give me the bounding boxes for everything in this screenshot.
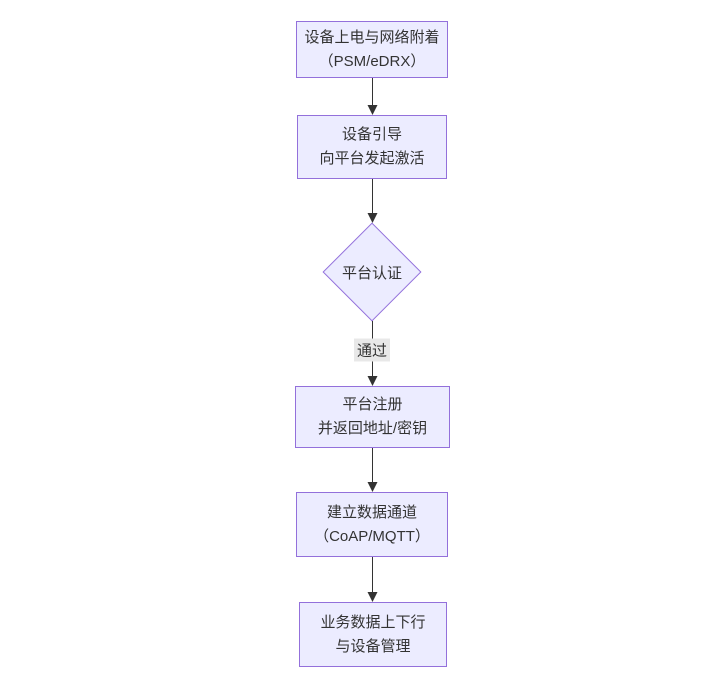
node-data-channel: 建立数据通道 （CoAP/MQTT）	[296, 492, 448, 557]
node-business-data-line2: 与设备管理	[335, 637, 411, 655]
arrowhead-down-icon	[367, 376, 377, 386]
arrowhead-down-icon	[367, 482, 377, 492]
node-device-bootstrap: 设备引导 向平台发起激活	[297, 115, 447, 179]
node-data-channel-line1: 建立数据通道	[326, 503, 417, 521]
arrow-attach-to-bootstrap	[367, 78, 378, 115]
node-platform-auth-label: 平台认证	[341, 264, 402, 282]
arrow-line	[371, 557, 373, 598]
node-device-attach: 设备上电与网络附着 （PSM/eDRX）	[296, 21, 448, 78]
arrow-channel-to-business	[367, 557, 378, 602]
node-device-bootstrap-line2: 向平台发起激活	[319, 150, 425, 167]
node-data-channel-line2: （CoAP/MQTT）	[314, 527, 430, 545]
node-platform-register-line1: 平台注册	[342, 396, 403, 413]
node-device-bootstrap-line1: 设备引导	[341, 126, 402, 143]
arrowhead-down-icon	[367, 213, 377, 223]
edge-label-pass: 通过	[353, 338, 391, 362]
node-device-attach-line1: 设备上电与网络附着	[304, 28, 440, 46]
arrow-bootstrap-to-auth	[367, 179, 378, 223]
arrow-line	[371, 78, 373, 111]
arrowhead-down-icon	[367, 592, 377, 602]
node-business-data-line1: 业务数据上下行	[320, 613, 426, 631]
node-device-attach-line2: （PSM/eDRX）	[318, 52, 426, 70]
arrow-line	[371, 448, 373, 488]
node-platform-register-line2: 并返回地址/密钥	[317, 420, 428, 437]
node-business-data: 业务数据上下行 与设备管理	[299, 602, 447, 667]
arrowhead-down-icon	[367, 105, 377, 115]
node-platform-register: 平台注册 并返回地址/密钥	[295, 386, 450, 448]
arrow-register-to-channel	[367, 448, 378, 492]
arrow-line	[371, 179, 373, 219]
node-platform-auth: 平台认证	[322, 222, 422, 322]
